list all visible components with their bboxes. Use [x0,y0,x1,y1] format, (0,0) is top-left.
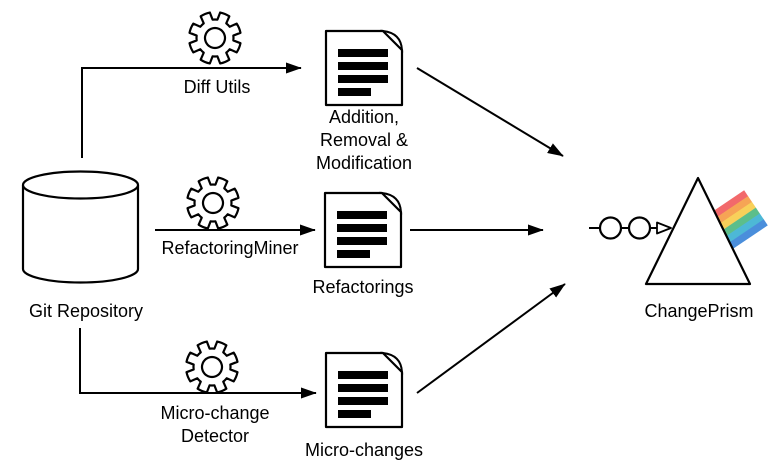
document-icon-additions [324,29,404,107]
arrow-additions-to-prism [416,67,564,157]
git-repository-label: Git Repository [28,301,144,321]
gear-icon-diff-utils [179,2,251,74]
output-label-additions: Addition, Removal & Modification [315,107,413,173]
prism-icon [644,176,752,286]
document-icon-refactorings [323,191,403,269]
output-label-microchanges: Micro-changes [304,440,424,460]
arrow-repo-to-diff [81,62,302,158]
arrow-repo-to-microchange [79,328,317,399]
tool-label-refactoringminer: RefactoringMiner [161,238,299,258]
output-label-refactorings: Refactorings [312,277,414,297]
tool-label-diff-utils: Diff Utils [183,77,251,97]
gear-icon-microchange-detector [176,331,248,403]
beam-circles-icon [589,216,672,240]
tool-label-microchange-detector: Micro-change Detector [160,403,270,446]
changeprism-label: ChangePrism [644,301,754,321]
arrow-microchanges-to-prism [416,283,566,394]
document-icon-microchanges [324,351,404,429]
database-cylinder-icon [21,170,140,284]
gear-icon-refactoringminer [177,167,249,239]
